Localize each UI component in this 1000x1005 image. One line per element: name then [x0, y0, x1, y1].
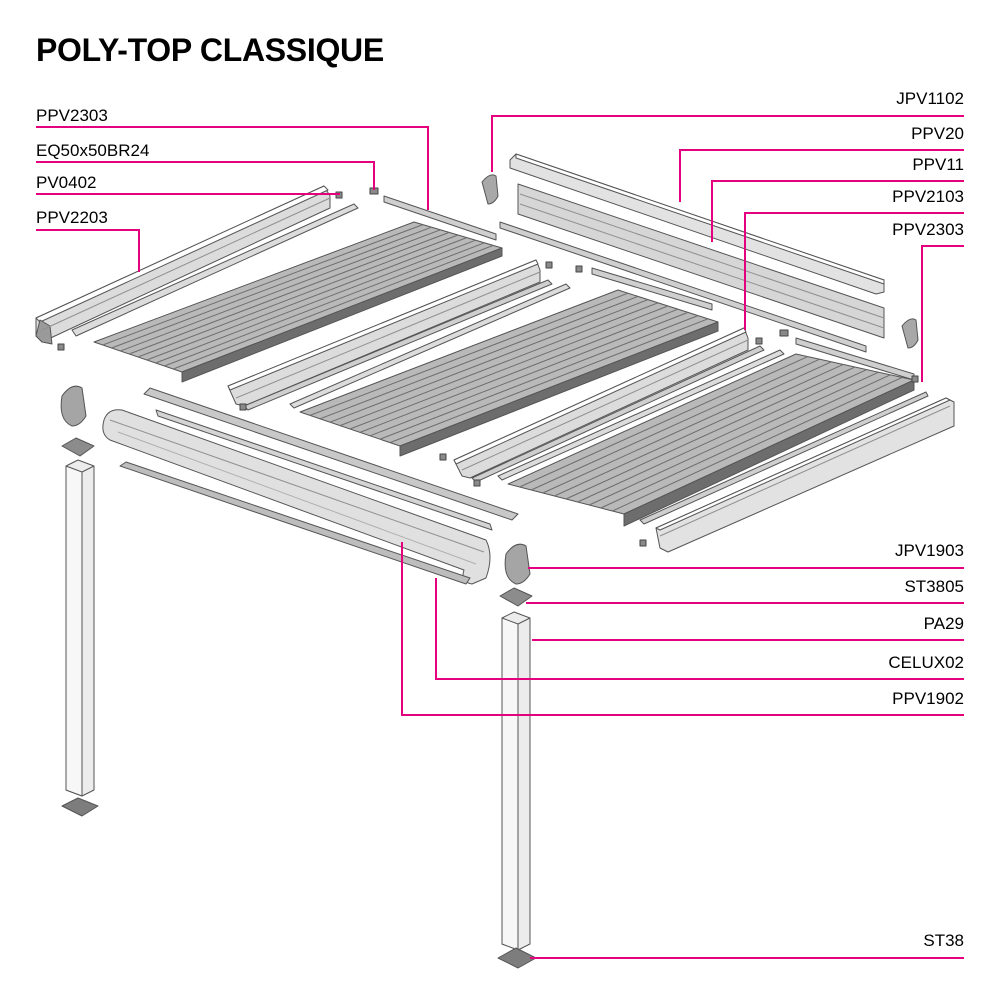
- callout-line-jpv1102: [491, 115, 964, 172]
- rail-left-b: [383, 195, 497, 241]
- slat-grooves-0: [102, 224, 494, 370]
- label-eq50x50br24: EQ50x50BR24: [36, 141, 149, 160]
- label-pa29: PA29: [924, 614, 964, 633]
- slat-groove-line: [359, 308, 679, 433]
- slat-groove-line: [173, 244, 494, 370]
- slat-groove-line: [612, 376, 903, 512]
- callout-line-ppv2103: [744, 212, 964, 330]
- end-cap-jpv1903-left: [60, 385, 87, 427]
- slat-groove-line: [155, 239, 476, 364]
- slat-groove-line: [369, 311, 689, 437]
- callout-line-ppv20: [679, 149, 964, 202]
- post-pa29-left: [65, 459, 95, 797]
- slat-groove-line: [379, 315, 699, 440]
- back-beam-ppv11: [499, 183, 885, 353]
- label-ppv2103: PPV2103: [892, 187, 964, 206]
- label-st3805: ST3805: [904, 577, 964, 596]
- end-cap-jpv1102-b: [901, 318, 919, 349]
- slat-groove-line: [600, 374, 891, 509]
- callout-line-ppv11: [711, 180, 964, 242]
- label-ppv2203: PPV2203: [36, 208, 108, 227]
- slat-groove-line: [120, 229, 441, 352]
- slat-groove-line: [542, 361, 832, 494]
- post-cap-st3805-right: [499, 587, 533, 607]
- label-ppv2303-left: PPV2303: [36, 106, 108, 125]
- slat-groove-line: [319, 295, 639, 420]
- rail-right-a: [497, 349, 785, 481]
- label-jpv1903: JPV1903: [895, 541, 964, 560]
- slat-groove-line: [137, 234, 459, 358]
- callout-line-ppv1902: [401, 542, 964, 716]
- back-beam-ppv20: [509, 153, 885, 295]
- post-base-st38-left: [61, 797, 99, 817]
- callout-line-ppv2303-left: [36, 126, 429, 210]
- slat-groove-line: [102, 224, 423, 346]
- front-beam-top-strip: [143, 387, 519, 521]
- slat-groove-line: [129, 231, 450, 355]
- gutter-inner-1: [227, 259, 553, 411]
- callout-line-ppv2303-right: [921, 245, 964, 382]
- rail-middle-b: [591, 267, 713, 311]
- celux02-strip: [119, 461, 471, 585]
- post-pa29-right: [501, 611, 531, 951]
- callout-lines: [36, 115, 964, 959]
- label-ppv20: PPV20: [911, 124, 964, 143]
- slat-groove-line: [329, 299, 649, 423]
- pergola-parts: [35, 153, 955, 969]
- slat-groove-line: [111, 226, 432, 349]
- label-ppv2303-right: PPV2303: [892, 220, 964, 239]
- gutter-right: [639, 391, 955, 553]
- slat-groove-line: [164, 242, 485, 367]
- rail-middle-a: [289, 283, 571, 409]
- label-celux02: CELUX02: [888, 653, 964, 672]
- slat-grooves-1: [309, 292, 709, 444]
- slat-groove-line: [554, 363, 844, 497]
- gutter-inner-2: [453, 327, 765, 483]
- rail-left-a: [71, 203, 359, 337]
- part-labels: PPV2303 EQ50x50BR24 PV0402 PPV2203 JPV11…: [36, 89, 964, 950]
- end-cap-jpv1102-a: [481, 174, 499, 205]
- callout-line-ppv2203: [36, 229, 140, 272]
- hardware-brackets: [57, 187, 919, 547]
- label-ppv1902: PPV1902: [892, 689, 964, 708]
- front-beam-ppv1902: [102, 409, 491, 585]
- label-st38: ST38: [923, 931, 964, 950]
- slat-groove-line: [146, 237, 467, 361]
- end-cap-jpv1903-front: [504, 543, 531, 585]
- slat-groove-line: [519, 356, 809, 488]
- callout-line-celux02: [435, 578, 964, 680]
- slat-grooves-2: [519, 356, 903, 512]
- slat-groove-line: [309, 292, 629, 416]
- slat-groove-line: [577, 369, 868, 503]
- diagram-title: POLY-TOP CLASSIQUE: [36, 32, 384, 68]
- slat-groove-line: [349, 305, 669, 430]
- slat-groove-line: [389, 318, 709, 444]
- slat-groove-line: [565, 366, 856, 500]
- callout-line-eq50x50br24: [36, 161, 375, 190]
- front-beam-rail: [155, 409, 493, 531]
- slat-groove-line: [588, 371, 879, 506]
- label-ppv11: PPV11: [912, 155, 964, 174]
- slat-groove-line: [339, 302, 659, 427]
- gutter-left-ppv2203: [35, 185, 331, 345]
- post-cap-st3805-left: [61, 437, 95, 457]
- label-pv0402: PV0402: [36, 173, 97, 192]
- slat-groove-line: [530, 358, 820, 491]
- label-jpv1102: JPV1102: [896, 89, 964, 108]
